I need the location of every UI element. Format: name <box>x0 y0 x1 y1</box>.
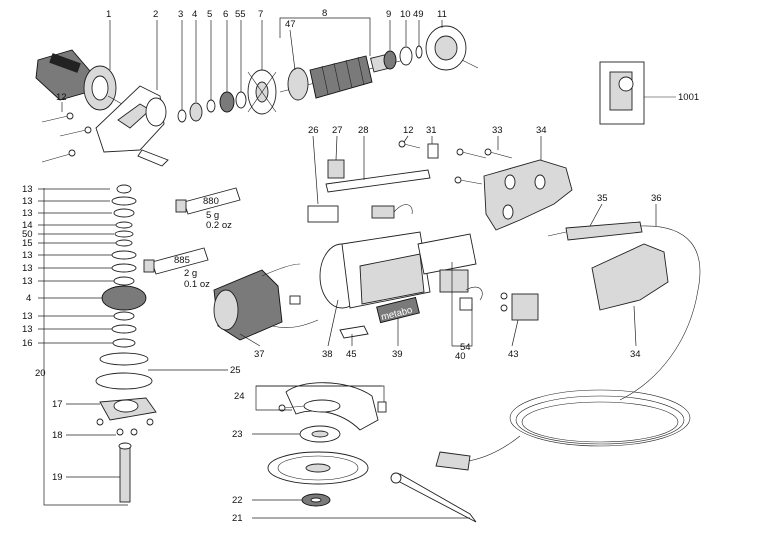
tube-880-ounces: 0.2 oz <box>206 220 232 231</box>
callout-7: 7 <box>258 9 263 20</box>
callout-33: 33 <box>492 125 503 136</box>
callout-6: 6 <box>223 9 228 20</box>
callout-10: 10 <box>400 9 411 20</box>
callout-11: 11 <box>437 9 447 20</box>
callout-9: 9 <box>386 9 391 20</box>
screw-12-and-part-31 <box>398 140 439 159</box>
callout-49: 49 <box>413 9 424 20</box>
tube-880-number: 880 <box>203 196 219 207</box>
field-coil-stator <box>213 263 319 341</box>
motor-housing <box>319 231 431 339</box>
side-handle <box>35 49 123 111</box>
callout-22: 22 <box>232 495 243 506</box>
callout-4: 4 <box>192 9 197 20</box>
callout-20: 20 <box>35 368 46 379</box>
suppressor-43 <box>500 292 539 321</box>
callout-34-upper: 34 <box>536 125 547 136</box>
cable-and-sleeve <box>547 221 701 401</box>
callout-23: 23 <box>232 429 243 440</box>
callout-21: 21 <box>232 513 243 524</box>
grinding-disc <box>267 451 369 485</box>
grease-tube-880 <box>175 187 241 215</box>
callout-13-c: 13 <box>22 208 33 219</box>
callout-1: 1 <box>106 9 111 20</box>
screws-12-left <box>41 112 92 163</box>
callout-24: 24 <box>234 391 245 402</box>
callout-numbers: 1 2 3 4 5 6 55 7 8 47 9 10 49 11 1001 12… <box>22 8 699 524</box>
callout-13-a: 13 <box>22 184 33 195</box>
callout-12-middle: 12 <box>403 125 414 136</box>
flange-23 <box>299 425 341 443</box>
callout-17: 17 <box>52 399 63 410</box>
callout-26: 26 <box>308 125 319 136</box>
air-guide-ring <box>425 25 479 71</box>
callout-13-h: 13 <box>22 324 33 335</box>
callout-5: 5 <box>207 9 212 20</box>
callout-3: 3 <box>178 9 183 20</box>
callout-16: 16 <box>22 338 33 349</box>
callout-18: 18 <box>52 430 63 441</box>
switch-assembly <box>417 233 483 311</box>
power-cable-coil <box>435 389 691 471</box>
wheel-guard <box>278 382 387 431</box>
callout-19: 19 <box>52 472 63 483</box>
callout-13-b: 13 <box>22 196 33 207</box>
callout-54: 54 <box>460 342 471 353</box>
callout-31: 31 <box>426 125 437 136</box>
tube-885-ounces: 0.1 oz <box>184 279 210 290</box>
grease-tube-885 <box>143 247 209 275</box>
callout-45: 45 <box>346 349 357 360</box>
fan <box>247 69 277 115</box>
callout-37: 37 <box>254 349 265 360</box>
callout-13-e: 13 <box>22 263 33 274</box>
gear-housing <box>95 85 169 167</box>
callout-8: 8 <box>322 8 327 19</box>
tube-880-grams: 5 g <box>206 210 219 221</box>
clamping-nut-22 <box>301 493 331 507</box>
callout-27: 27 <box>332 125 343 136</box>
callout-25: 25 <box>230 365 241 376</box>
callout-35: 35 <box>597 193 608 204</box>
leader-lines <box>38 17 657 519</box>
callout-12-left: 12 <box>56 92 67 103</box>
callout-15: 15 <box>22 238 33 249</box>
callout-4-bevel-gear: 4 <box>26 293 31 304</box>
bearing-parts-3-55 <box>177 91 247 123</box>
callout-36: 36 <box>651 193 662 204</box>
callout-50: 50 <box>22 229 33 240</box>
label-plate-1001 <box>599 61 676 125</box>
left-stack-parts <box>95 184 157 503</box>
callout-55: 55 <box>235 9 246 20</box>
tube-885-grams: 2 g <box>184 268 197 279</box>
callout-14: 14 <box>22 220 33 231</box>
screws-33 <box>454 148 513 185</box>
callout-2: 2 <box>153 9 158 20</box>
callout-47: 47 <box>285 19 296 30</box>
callout-40: 40 <box>455 351 466 362</box>
callout-13-g: 13 <box>22 311 33 322</box>
callout-39: 39 <box>392 349 403 360</box>
callout-1001: 1001 <box>678 92 699 103</box>
callout-13-f: 13 <box>22 276 33 287</box>
callout-28: 28 <box>358 125 369 136</box>
tube-885-number: 885 <box>174 255 190 266</box>
bearings-9-10-49 <box>383 45 423 70</box>
callout-34-lower: 34 <box>630 349 641 360</box>
handle-cover-upper <box>483 159 573 231</box>
callout-43: 43 <box>508 349 519 360</box>
callout-13-d: 13 <box>22 250 33 261</box>
pin-spanner-21 <box>390 472 477 523</box>
brush-holder-assembly <box>307 159 431 223</box>
handle-cover-lower <box>591 243 669 311</box>
callout-38: 38 <box>322 349 333 360</box>
